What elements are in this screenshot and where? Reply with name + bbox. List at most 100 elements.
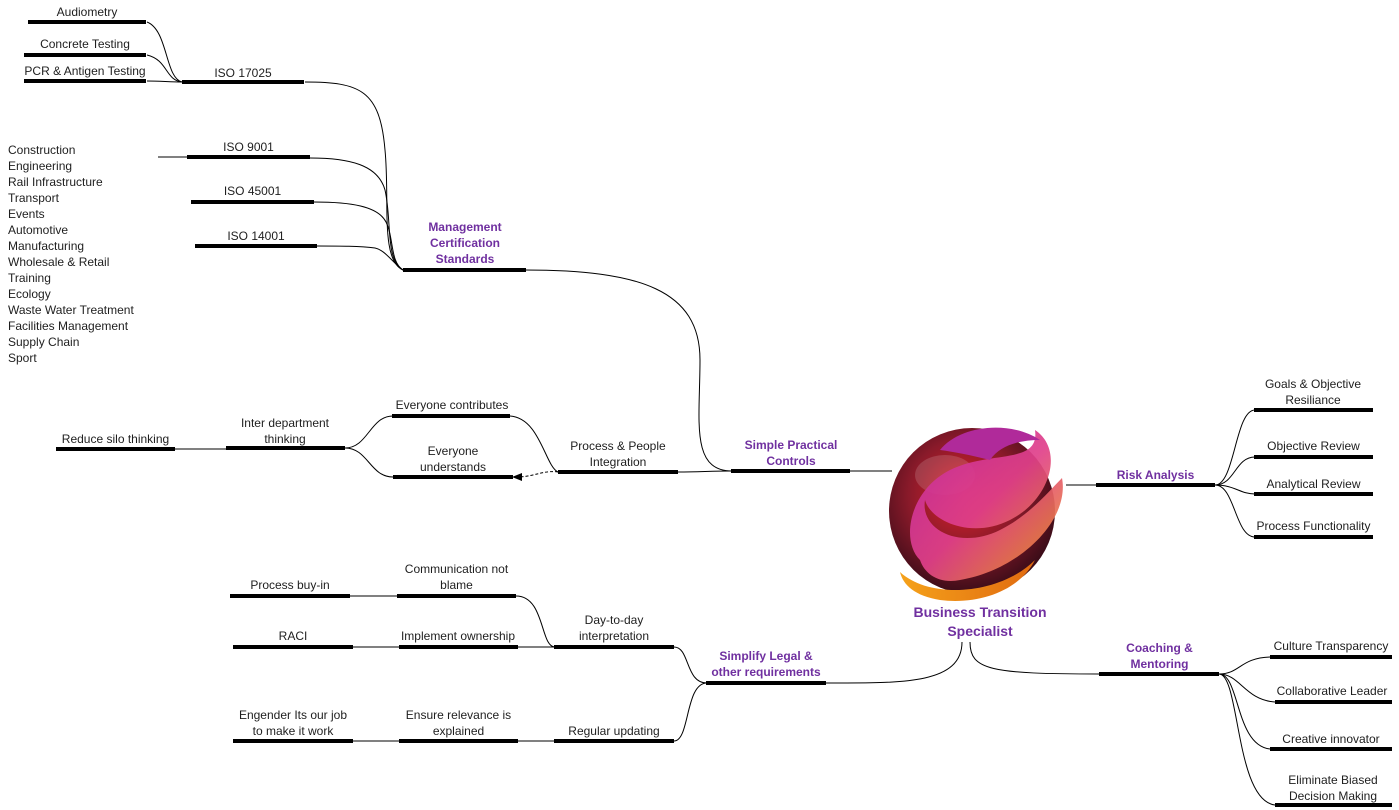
node-iso-9001[interactable]: ISO 9001 [223, 140, 274, 154]
bar-iso45001 [191, 200, 314, 204]
connector-daytoday-communication [515, 595, 556, 648]
connector-coach-eliminate [1218, 673, 1276, 806]
connector-coach-collab [1218, 673, 1276, 703]
industry-item[interactable]: Events [8, 207, 45, 221]
bar-goals-objective-resiliance [1254, 408, 1373, 412]
node-reduce-silo-thinking[interactable]: Reduce silo thinking [61, 432, 170, 446]
node-creative-innovator[interactable]: Creative innovator [1282, 732, 1380, 746]
sphere-swirl-logo [889, 427, 1063, 601]
node-simple-practical-controls[interactable]: Simple Practical Controls [744, 438, 838, 468]
connector-risk-objective [1214, 456, 1256, 486]
industry-item[interactable]: Wholesale & Retail [8, 255, 110, 269]
connector-mcs-iso17025 [304, 81, 404, 271]
industry-item[interactable]: Supply Chain [8, 335, 80, 349]
node-iso-45001[interactable]: ISO 45001 [223, 184, 282, 198]
node-risk-analysis[interactable]: Risk Analysis [1116, 468, 1195, 482]
node-coaching-mentoring[interactable]: Coaching & Mentoring [1126, 641, 1193, 671]
connector-spc-ppi [677, 470, 733, 473]
central-topic[interactable]: Business Transition Specialist [913, 604, 1047, 639]
connector-mcs-iso9001 [309, 157, 404, 271]
bar-raci [233, 645, 353, 649]
bar-iso14001 [195, 244, 317, 248]
bar-process-functionality [1254, 535, 1373, 539]
bar-audiometry [28, 20, 146, 24]
industry-item[interactable]: Rail Infrastructure [8, 175, 103, 189]
industry-item[interactable]: Engineering [8, 159, 73, 173]
connector-mcs-iso14001 [316, 245, 404, 271]
bar-everyone-contributes [392, 414, 510, 418]
industry-item[interactable]: Training [8, 271, 51, 285]
bar-mcs [403, 268, 526, 272]
node-analytical-review[interactable]: Analytical Review [1266, 477, 1361, 491]
industry-list: Construction Engineering Rail Infrastruc… [8, 142, 134, 366]
node-process-people-integration[interactable]: Process & People Integration [570, 439, 666, 469]
industry-item[interactable]: Waste Water Treatment [8, 303, 134, 317]
node-raci[interactable]: RACI [278, 629, 308, 643]
bar-implement-ownership [399, 645, 518, 649]
industry-item[interactable]: Construction [8, 143, 76, 157]
node-day-to-day-interpretation[interactable]: Day-to-day interpretation [578, 613, 650, 643]
industry-item[interactable]: Manufacturing [8, 239, 85, 253]
node-process-buy-in[interactable]: Process buy-in [250, 578, 330, 592]
node-management-certification-standards[interactable]: Management Certification Standards [428, 220, 502, 266]
connector-risk-analytical [1214, 484, 1256, 495]
bar-eliminate-biased [1275, 803, 1392, 807]
node-implement-ownership[interactable]: Implement ownership [400, 629, 516, 643]
connector-iso17025-pcr [146, 80, 183, 83]
bar-objective-review [1254, 455, 1373, 459]
node-iso-14001[interactable]: ISO 14001 [227, 229, 285, 243]
node-engender[interactable]: Engender Its our job to make it work [238, 708, 348, 738]
bar-simple-practical-controls [731, 469, 850, 473]
bar-collaborative-leader [1275, 700, 1392, 704]
node-audiometry[interactable]: Audiometry [56, 5, 118, 19]
industry-item[interactable]: Facilities Management [8, 319, 129, 333]
bar-analytical-review [1254, 492, 1373, 496]
node-process-functionality[interactable]: Process Functionality [1256, 519, 1371, 533]
connector-risk-process [1214, 484, 1256, 538]
bar-concrete-testing [24, 53, 146, 57]
connector-simplify-regular [673, 682, 708, 742]
node-objective-review[interactable]: Objective Review [1267, 439, 1360, 453]
bar-regular-updating [554, 739, 674, 743]
connector-ideps-contributes [344, 415, 394, 449]
node-regular-updating[interactable]: Regular updating [568, 724, 660, 738]
node-culture-transparency[interactable]: Culture Transparency [1273, 639, 1389, 653]
connector-center-simplify [824, 641, 963, 684]
node-eliminate-biased-decision-making[interactable]: Eliminate Biased Decision Making [1288, 773, 1378, 803]
connector-mcs-iso45001 [313, 201, 404, 271]
bar-creative-innovator [1270, 747, 1392, 751]
node-pcr-antigen-testing[interactable]: PCR & Antigen Testing [24, 64, 146, 78]
node-goals-objective-resiliance[interactable]: Goals & Objective Resiliance [1264, 377, 1362, 407]
connector-center-coaching [969, 641, 1101, 675]
node-ensure-relevance[interactable]: Ensure relevance is explained [405, 708, 512, 738]
connector-iso17025-concrete [146, 54, 183, 83]
connector-coach-culture [1218, 656, 1271, 675]
connector-simplify-daytoday [673, 646, 708, 684]
bar-day-to-day [554, 645, 674, 649]
industry-item[interactable]: Sport [8, 351, 37, 365]
bar-coaching-mentoring [1099, 672, 1219, 676]
connector-ppi-contributes [509, 415, 559, 473]
node-collaborative-leader[interactable]: Collaborative Leader [1276, 684, 1388, 698]
connector-ideps-understands [344, 447, 394, 478]
dashed-arrow [512, 471, 559, 481]
industry-item[interactable]: Automotive [8, 223, 69, 237]
bar-risk-analysis [1096, 483, 1215, 487]
node-everyone-contributes[interactable]: Everyone contributes [395, 398, 509, 412]
node-everyone-understands[interactable]: Everyone understands [419, 444, 487, 474]
bar-pcr-antigen-testing [24, 79, 146, 83]
bar-simplify-legal [706, 681, 826, 685]
bar-process-buy-in [230, 594, 350, 598]
industry-item[interactable]: Ecology [8, 287, 51, 301]
node-communication-not-blame[interactable]: Communication not blame [404, 562, 509, 592]
node-simplify-legal[interactable]: Simplify Legal & other requirements [711, 649, 821, 679]
node-iso-17025[interactable]: ISO 17025 [214, 66, 272, 80]
node-inter-department-thinking[interactable]: Inter department thinking [240, 416, 330, 446]
node-concrete-testing[interactable]: Concrete Testing [40, 37, 130, 51]
industry-item[interactable]: Transport [8, 191, 59, 205]
connector-lines [146, 21, 1276, 806]
bar-process-people-integration [558, 470, 678, 474]
bar-reduce-silo-thinking [56, 447, 175, 451]
bar-iso9001 [187, 155, 310, 159]
